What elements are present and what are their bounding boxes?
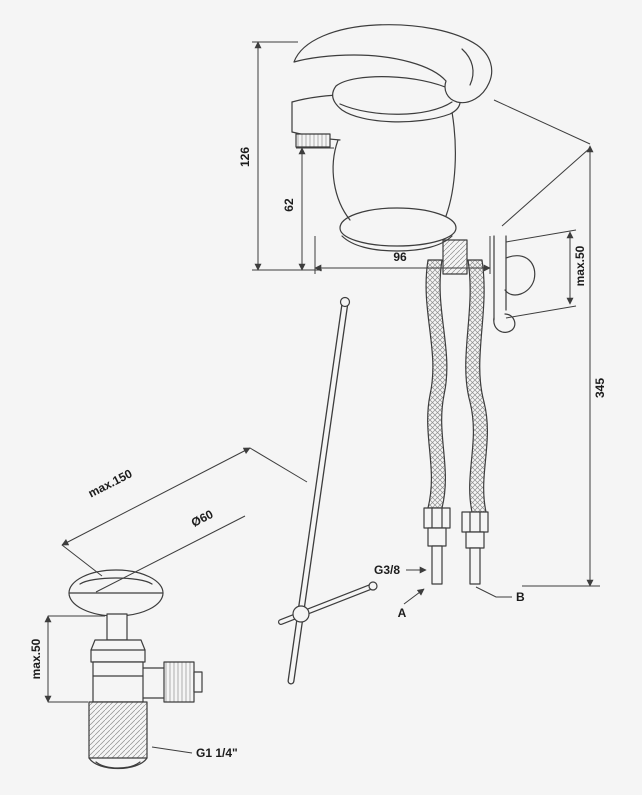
waste-body <box>92 661 144 703</box>
ball-joint <box>292 605 310 623</box>
dim-label-max50-right: max.50 <box>573 245 587 286</box>
drain-assembly <box>68 569 203 769</box>
faucet-assembly <box>291 24 493 275</box>
dim-label-96: 96 <box>393 250 407 264</box>
threaded-tail <box>88 701 148 759</box>
faucet-body <box>332 139 351 221</box>
hose-a <box>425 259 448 509</box>
supply-hoses <box>423 259 489 585</box>
label-g38: G3/8 <box>374 563 400 577</box>
rod-end-pin <box>368 581 378 591</box>
aerator <box>295 133 331 148</box>
dim-label-max50-left: max.50 <box>29 638 43 679</box>
plug-stem <box>106 613 128 641</box>
hose-b-fitting <box>461 511 489 585</box>
hose-a-fitting <box>423 507 451 585</box>
locknut <box>90 639 146 663</box>
lever-handle <box>293 24 493 104</box>
dim-label-345: 345 <box>593 378 607 398</box>
mounting-shank <box>442 239 468 275</box>
label-hose-b: B <box>516 590 525 604</box>
label-g114: G1 1/4" <box>196 746 238 760</box>
label-hose-a: A <box>398 606 407 620</box>
dim-label-d60: Ø60 <box>189 507 216 530</box>
dim-label-62: 62 <box>282 198 296 212</box>
hose-b <box>465 259 488 513</box>
dim-label-max150: max.150 <box>86 466 135 500</box>
knurled-nut <box>163 661 195 703</box>
cartridge-dome <box>332 76 461 123</box>
faucet-base <box>339 207 457 247</box>
outlet-tail <box>193 671 203 693</box>
pop-up-rod <box>278 296 378 685</box>
hose-clip <box>493 235 536 333</box>
dimension-lines <box>44 41 600 754</box>
dim-label-126: 126 <box>238 147 252 167</box>
